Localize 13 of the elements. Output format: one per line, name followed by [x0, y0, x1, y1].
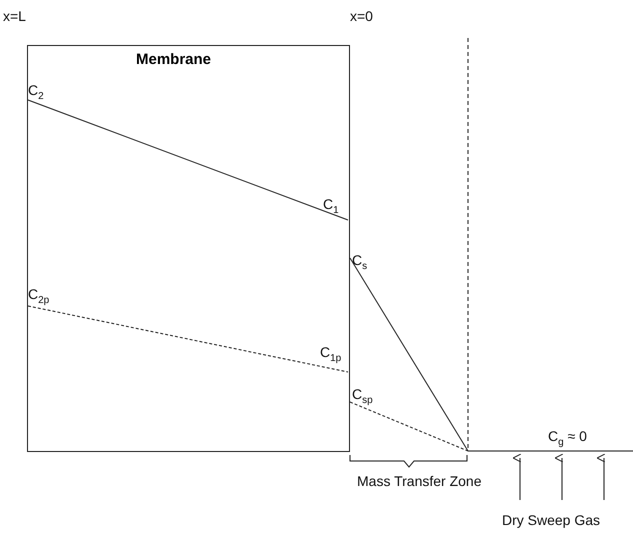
concentration-label: C$_{1p}$ — [320, 344, 342, 366]
concentration-label: C$_{2p}$ — [28, 286, 50, 308]
concentration-label: C$_{sp}$ — [352, 386, 373, 408]
concentration-label: C$_{s}$ — [352, 252, 368, 274]
flow-label: Dry Sweep Gas — [502, 512, 600, 528]
axis-label: x=0 — [350, 8, 373, 24]
concentration-label: C$_{g}$ ≈ 0 — [548, 428, 587, 450]
membrane-box — [27, 45, 350, 452]
zone-label: Mass Transfer Zone — [357, 473, 482, 489]
membrane-label: Membrane — [136, 51, 212, 68]
concentration-label: C$_{1}$ — [323, 196, 339, 218]
axis-label: x=L — [3, 8, 26, 24]
concentration-label: C$_{2}$ — [28, 82, 44, 104]
